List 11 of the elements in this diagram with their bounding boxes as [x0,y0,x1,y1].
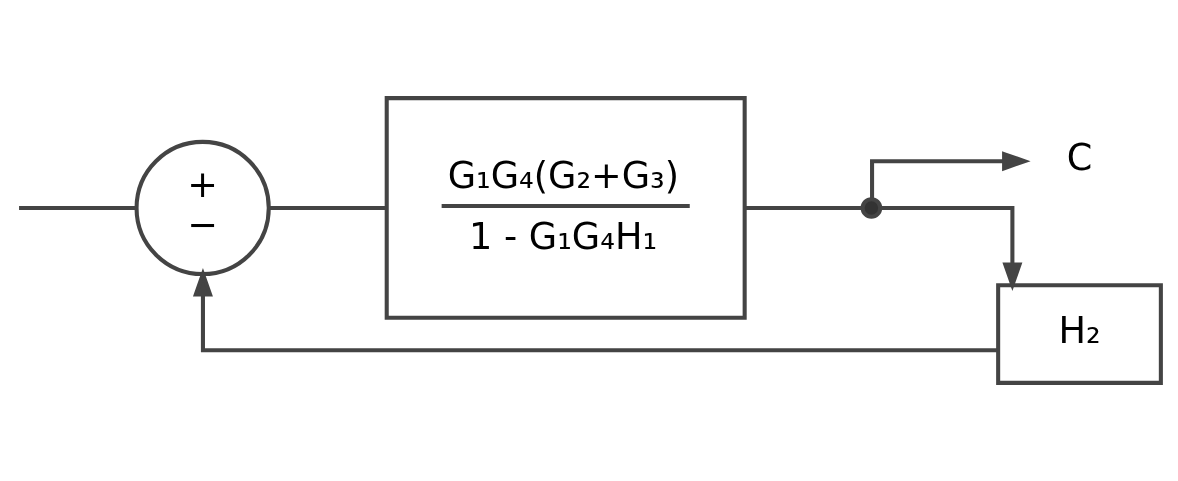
node-box: H₂ [996,283,1163,385]
connector [19,205,137,210]
node-box: G₁G₄(G₂+G₃) 1 - G₁G₄H₁ [384,96,747,320]
arrow [870,151,1031,199]
node-circle: + − [134,139,271,277]
connector [745,205,863,210]
connector [269,205,386,210]
arrow [192,268,998,353]
arrow [880,205,1023,292]
node-text: C [1066,136,1093,180]
node-dot [860,197,883,219]
